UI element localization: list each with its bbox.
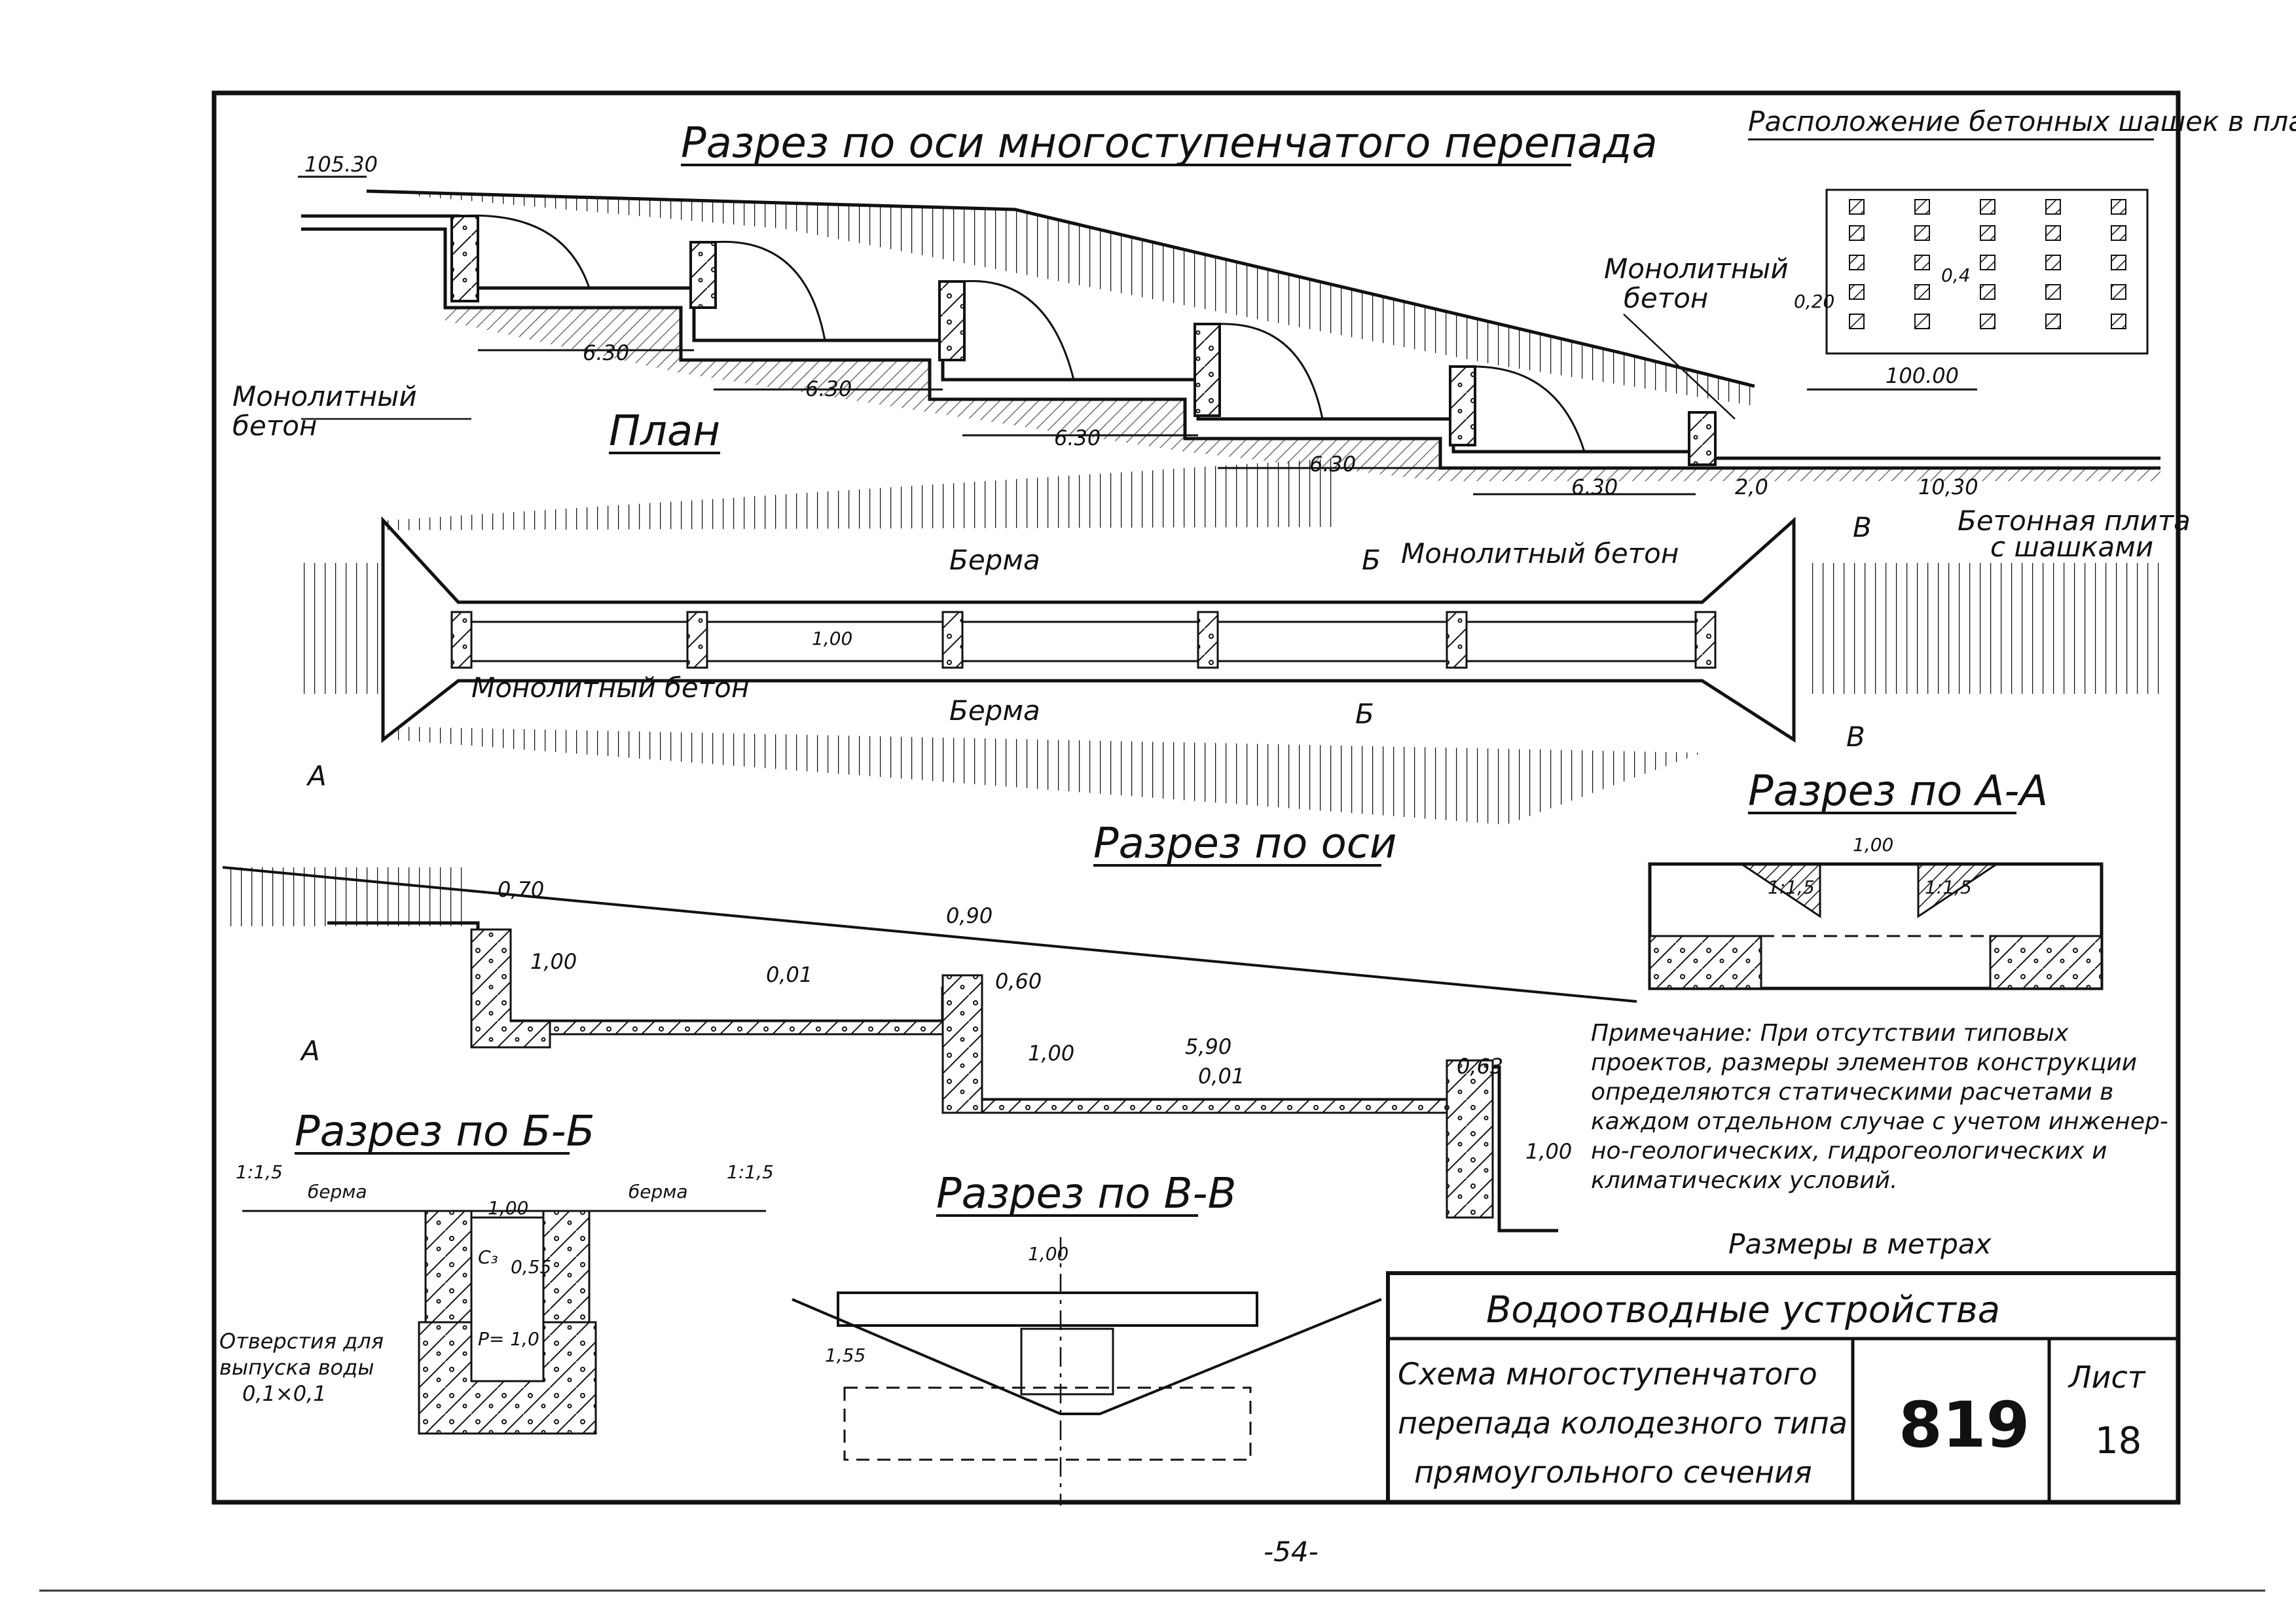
section-vv-title: Разрез по В-В xyxy=(936,1170,1236,1218)
holes-label-1: Отверстия для xyxy=(219,1329,384,1354)
main-title: Разрез по оси многоступенчатого перепада xyxy=(681,119,1658,168)
cut-b-lower: Б xyxy=(1355,698,1374,730)
title-block-desc-1: Схема многоступенчатого xyxy=(1398,1356,1817,1392)
note-line-6: климатических условий. xyxy=(1591,1167,1897,1194)
cut-a-lower: А xyxy=(299,1035,320,1067)
slope-aa-left: 1:1,5 xyxy=(1768,876,1815,898)
plan-walls xyxy=(450,611,1717,669)
plan-lower-slope xyxy=(393,727,1702,825)
checks-slab xyxy=(1825,189,2149,355)
slab-label-2: с шашками xyxy=(1990,531,2153,563)
main-section: Разрез по оси многоступенчатого перепада… xyxy=(232,119,2160,499)
dim-1-00-bb: 1,00 xyxy=(488,1197,528,1219)
dim-1-00-c: 1,00 xyxy=(1525,1139,1572,1164)
units-note: Размеры в метрах xyxy=(1728,1228,1992,1260)
dim-step-1: 6.30 xyxy=(583,340,629,365)
monolith-label-left-2: бетон xyxy=(232,410,317,442)
check-blocks xyxy=(1849,199,2126,329)
berma-upper: Берма xyxy=(949,544,1040,576)
dim-1-00-a: 1,00 xyxy=(530,949,577,974)
dim-0-90: 0,90 xyxy=(946,903,993,928)
berma-bb-left: берма xyxy=(308,1181,367,1202)
axis-profile-conc xyxy=(470,928,551,1049)
plan-left-bank xyxy=(298,563,383,694)
title-block-main: Водоотводные устройства xyxy=(1486,1289,2000,1331)
cut-b-upper: Б xyxy=(1362,544,1381,576)
note-block: Примечание: При отсутствии типовых проек… xyxy=(1591,1020,2168,1260)
dim-2-0: 2,0 xyxy=(1735,475,1768,499)
water-flow xyxy=(458,214,1586,452)
dim-0-60: 0,60 xyxy=(995,969,1042,994)
section-bb-title: Разрез по Б-Б xyxy=(295,1108,594,1156)
dim-1-55: 1,55 xyxy=(825,1344,866,1366)
monolith-label-top-2: бетон xyxy=(1624,282,1708,314)
title-block-desc-2: перепада колодезного типа xyxy=(1398,1405,1848,1441)
dim-0-55: 0,55 xyxy=(511,1256,551,1278)
page-number: -54- xyxy=(1264,1536,1319,1568)
section-aa: Разрез по А-А 1,00 1:1,5 1:1,5 xyxy=(1648,767,2104,990)
step-dimensions: 6.30 6.30 6.30 6.30 6.30 2,0 10,30 xyxy=(478,340,1978,499)
elev-top: 105.30 xyxy=(304,152,378,177)
ground-under-steps xyxy=(445,308,2160,481)
dim-1-00-aa: 1,00 xyxy=(1853,834,1893,856)
elev-bottom: 100.00 xyxy=(1886,363,1959,388)
cut-v-upper: В xyxy=(1853,511,1872,543)
dim-0-4: 0,4 xyxy=(1941,264,1971,286)
plan-title: План xyxy=(609,407,720,456)
dim-10-30: 10,30 xyxy=(1918,475,1978,499)
cut-v-lower: В xyxy=(1846,721,1865,753)
section-bb: Разрез по Б-Б берма берма 1:1,5 1:1,5 1,… xyxy=(219,1108,774,1435)
berma-lower: Берма xyxy=(949,695,1040,727)
checks-title-1: Расположение бетонных шашек в плане xyxy=(1748,105,2296,137)
plan-upper-slope xyxy=(386,458,1336,530)
dim-1-00-vv: 1,00 xyxy=(1028,1243,1068,1265)
note-line-2: проектов, размеры элементов конструкции xyxy=(1591,1049,2137,1076)
slope-aa-right: 1:1,5 xyxy=(1925,876,1972,898)
dim-1-00-b: 1,00 xyxy=(1028,1041,1074,1066)
holes-label-3: 0,1×0,1 xyxy=(242,1381,327,1406)
dim-0-63: 0,63 xyxy=(1457,1054,1503,1079)
note-line-3: определяются статическими расчетами в xyxy=(1591,1079,2113,1106)
dim-0-01-b: 0,01 xyxy=(1198,1064,1245,1089)
monolith-plan-upper: Монолитный бетон xyxy=(1401,537,1679,569)
monolith-plan-lower: Монолитный бетон xyxy=(471,672,749,704)
label-p: Р= 1,0 xyxy=(478,1328,539,1350)
section-vv: Разрез по В-В 1,00 1,55 xyxy=(792,1170,1382,1506)
holes-label-2: выпуска воды xyxy=(219,1355,374,1380)
dim-0-20: 0,20 xyxy=(1794,291,1834,312)
drawing-frame xyxy=(211,90,2181,1505)
slope-bb-left: 1:1,5 xyxy=(236,1161,283,1183)
checks-layout: Расположение бетонных шашек в плане 0,20… xyxy=(1748,105,2296,355)
title-block-desc-3: прямоугольного сечения xyxy=(1414,1454,1812,1490)
label-c3: С₃ xyxy=(478,1246,498,1268)
slope-bb-right: 1:1,5 xyxy=(727,1161,774,1183)
title-block-sheet-label: Лист xyxy=(2068,1360,2146,1395)
dim-0-01-a: 0,01 xyxy=(766,962,812,987)
dim-step-2: 6.30 xyxy=(805,376,852,401)
section-aa-title: Разрез по А-А xyxy=(1748,767,2048,816)
dim-5-90: 5,90 xyxy=(1185,1034,1231,1059)
section-axis: Разрез по оси 0,70 1,00 0,01 0,90 0,60 1… xyxy=(222,820,1637,1233)
plan-channel xyxy=(381,516,1796,744)
dim-0-70: 0,70 xyxy=(498,877,544,902)
title-block-sheet-num: 18 xyxy=(2095,1420,2141,1462)
dim-1-00-plan: 1,00 xyxy=(812,628,852,649)
dim-step-3: 6.30 xyxy=(1054,425,1101,450)
monolith-label-top-1: Монолитный xyxy=(1604,253,1789,285)
cut-a-left: А xyxy=(306,760,327,792)
title-block-number: 819 xyxy=(1899,1388,2030,1462)
title-block: Водоотводные устройства Схема многоступе… xyxy=(1386,1271,2180,1504)
plan-right-bank xyxy=(1807,563,2160,694)
slab-label-1: Бетонная плита xyxy=(1958,505,2191,537)
section-axis-title: Разрез по оси xyxy=(1093,820,1397,868)
note-line-4: каждом отдельном случае с учетом инженер… xyxy=(1591,1108,2168,1135)
embankment xyxy=(419,191,1755,406)
note-line-1: Примечание: При отсутствии типовых xyxy=(1591,1020,2069,1047)
monolith-label-left-1: Монолитный xyxy=(232,380,417,412)
plan-view: План Берма Берма Монолитный бетон Моноли… xyxy=(298,407,2191,825)
note-line-5: но-геологических, гидрогеологических и xyxy=(1591,1138,2107,1164)
dim-step-5: 6.30 xyxy=(1571,475,1618,499)
berma-bb-right: берма xyxy=(629,1181,688,1202)
